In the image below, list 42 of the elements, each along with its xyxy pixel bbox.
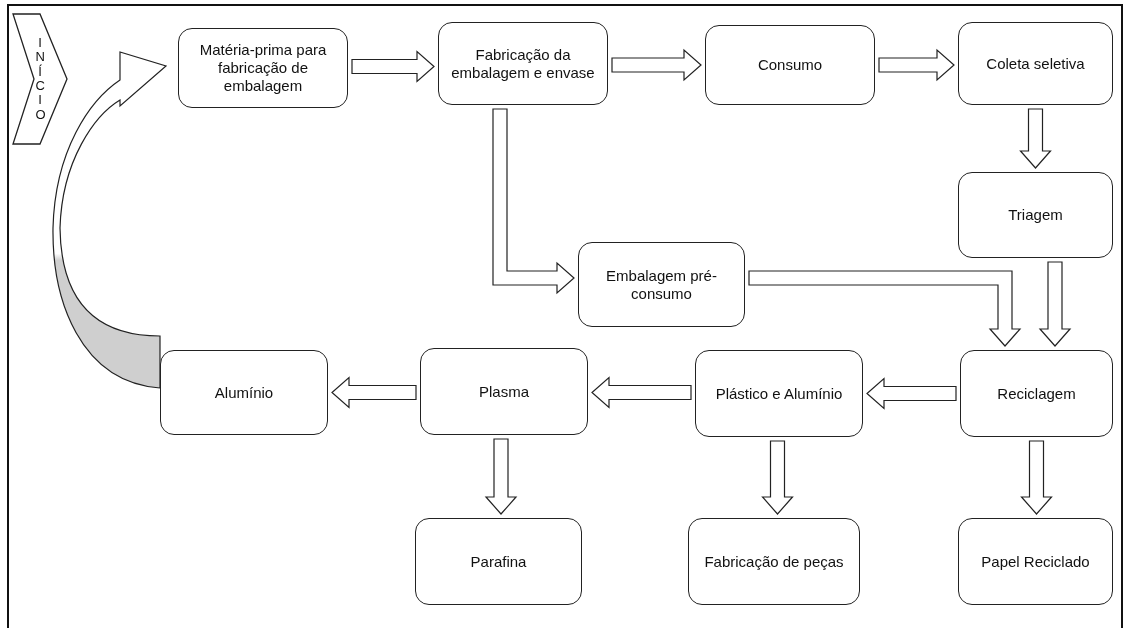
process-box <box>958 172 1113 258</box>
process-box <box>705 25 875 105</box>
start-label: INÍCIO <box>35 36 45 122</box>
block-arrow <box>761 440 794 515</box>
node-label: Coleta seletiva <box>985 54 1086 73</box>
node-label: Plasma <box>478 382 530 401</box>
block-arrow <box>611 48 702 82</box>
block-arrow <box>878 48 955 82</box>
process-box <box>958 22 1113 105</box>
curved-block-arrow <box>52 51 167 389</box>
node-label: Reciclagem <box>996 384 1077 403</box>
block-arrow <box>484 438 518 515</box>
start-chevron <box>12 13 68 145</box>
node-label: Plástico e Alumínio <box>714 384 844 403</box>
block-arrow <box>351 50 435 83</box>
node-label: Consumo <box>756 56 824 74</box>
node-label: Fabricação da embalagem e envase <box>450 45 596 82</box>
process-box <box>420 348 588 435</box>
block-arrow <box>1038 261 1072 347</box>
block-arrow <box>1019 108 1052 169</box>
process-box <box>415 518 582 605</box>
block-arrow <box>748 270 1022 347</box>
process-box <box>695 350 863 437</box>
block-arrow <box>492 108 575 295</box>
node-label: Parafina <box>469 552 528 571</box>
node-label: Embalagem pré-consumo <box>605 266 718 303</box>
block-arrow <box>331 376 417 409</box>
process-box <box>438 22 608 105</box>
node-label: Matéria-prima para fabricação de embalagem <box>198 41 328 95</box>
block-arrow <box>866 377 957 410</box>
process-box <box>958 518 1113 605</box>
process-box <box>688 518 860 605</box>
node-label: Alumínio <box>213 383 275 402</box>
process-box <box>160 350 328 435</box>
process-box <box>578 242 745 327</box>
block-arrow <box>591 376 692 409</box>
block-arrow <box>1020 440 1053 515</box>
process-box <box>960 350 1113 437</box>
node-label: Triagem <box>1007 206 1064 224</box>
node-label: Fabricação de peças <box>703 552 845 571</box>
node-label: Papel Reciclado <box>980 552 1091 571</box>
process-box <box>178 28 348 108</box>
